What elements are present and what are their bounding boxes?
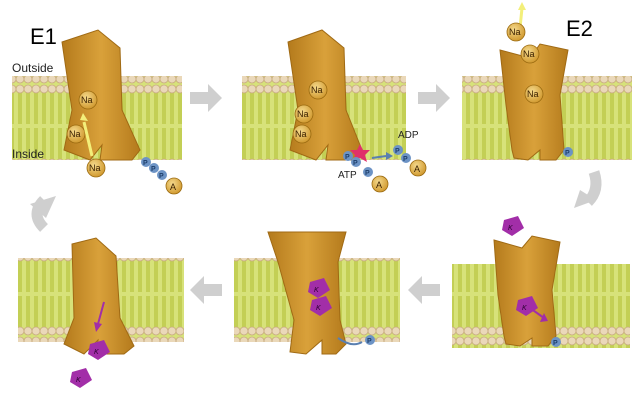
svg-text:Na: Na [523, 49, 535, 59]
panel-3-e2: E2 Na Na Na P [462, 2, 632, 161]
sodium-ion-label: Na [81, 95, 93, 105]
svg-text:P: P [353, 160, 358, 167]
svg-text:A: A [170, 182, 176, 192]
state-label-e1: E1 [30, 24, 57, 49]
potassium-ion: K [88, 340, 110, 360]
svg-text:A: A [414, 164, 420, 174]
svg-text:Na: Na [297, 109, 309, 119]
sodium-ion-label: Na [89, 163, 101, 173]
adp-molecule: P P A [393, 145, 427, 177]
panel-2-phosphorylation: Na Na Na P P P A ATP ADP P P A [242, 29, 427, 193]
svg-text:Na: Na [509, 27, 521, 37]
phosphate-release-arrow [337, 337, 363, 346]
released-phosphate: P [365, 335, 375, 345]
sodium-ion: Na [506, 22, 526, 42]
sodium-ion: Na [294, 104, 314, 124]
pump-protein [267, 231, 347, 355]
bound-phosphate: P [563, 147, 573, 157]
pump-protein [63, 237, 135, 355]
cycle-arrow [418, 84, 450, 112]
svg-text:Na: Na [311, 85, 323, 95]
panel-1-e1: E1 Outside Inside Na Na Na P P P A [12, 24, 183, 195]
svg-text:P: P [403, 156, 408, 163]
k-entry-arrow [529, 307, 545, 319]
sodium-ion: Na [78, 90, 98, 110]
svg-text:P: P [367, 338, 372, 345]
potassium-ion: K [310, 296, 332, 316]
svg-text:K: K [522, 305, 527, 312]
svg-text:Na: Na [527, 89, 539, 99]
panel-5-phosphate-release: K K P [234, 231, 400, 355]
sodium-ion: Na [86, 158, 106, 178]
potassium-ion: K [70, 368, 92, 388]
sodium-ion: Na [66, 124, 86, 144]
sodium-ion-label: Na [69, 129, 81, 139]
svg-text:P: P [565, 150, 570, 157]
svg-text:K: K [94, 349, 99, 356]
sodium-ion: Na [520, 44, 540, 64]
svg-text:A: A [376, 180, 382, 190]
cycle-arrow [190, 276, 222, 304]
svg-text:P: P [553, 340, 558, 347]
na-entry-arrow [82, 121, 94, 157]
sodium-ion: Na [292, 124, 312, 144]
svg-text:Na: Na [295, 129, 307, 139]
sodium-ion: Na [308, 80, 328, 100]
inside-label: Inside [12, 147, 44, 161]
bound-phosphate: P [551, 337, 561, 347]
svg-text:P: P [345, 154, 350, 161]
svg-text:K: K [314, 287, 319, 294]
svg-text:K: K [508, 225, 513, 232]
svg-text:P: P [365, 170, 370, 177]
atp-molecule: P P P A [141, 157, 183, 195]
cycle-arrow [190, 84, 222, 112]
svg-text:P: P [151, 166, 156, 173]
panel-6-k-release: K K [18, 237, 184, 388]
svg-text:P: P [143, 160, 148, 167]
state-label-e2: E2 [566, 16, 593, 41]
atp-molecule: P P P A [343, 151, 389, 193]
svg-text:P: P [395, 148, 400, 155]
adp-label: ADP [398, 130, 419, 141]
outside-label: Outside [12, 61, 54, 75]
potassium-ion: K [308, 278, 330, 298]
svg-text:K: K [316, 305, 321, 312]
svg-text:P: P [159, 173, 164, 180]
k-exit-arrow [97, 301, 105, 325]
panel-4-k-binding: K K P [452, 216, 630, 348]
sodium-ion: Na [524, 84, 544, 104]
reaction-arrow [371, 155, 387, 159]
cycle-arrow [408, 276, 440, 304]
atp-label: ATP [338, 170, 357, 181]
svg-text:K: K [76, 377, 81, 384]
potassium-ion: K [502, 216, 524, 236]
pump-protein [493, 235, 561, 347]
